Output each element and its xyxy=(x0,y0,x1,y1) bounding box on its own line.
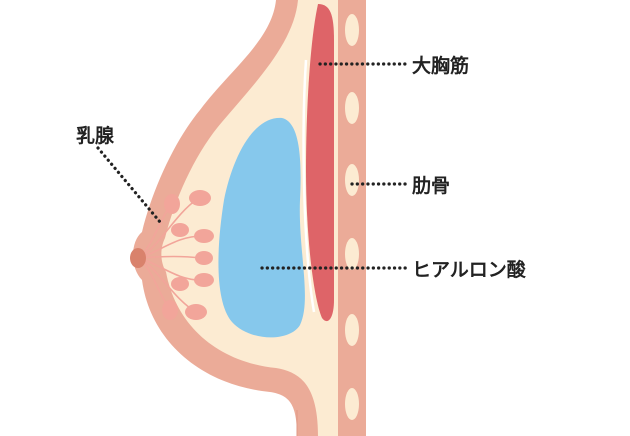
mammary-gland xyxy=(139,190,214,320)
nipple xyxy=(130,248,146,268)
label-hyaluronic-acid: ヒアルロン酸 xyxy=(412,258,527,281)
rib xyxy=(345,92,359,124)
gland-lobe xyxy=(171,277,189,291)
gland-lobe xyxy=(189,190,211,206)
gland-lobe xyxy=(162,300,178,320)
leader-mammary-gland xyxy=(96,146,162,224)
gland-lobe xyxy=(164,194,180,214)
gland-lobes xyxy=(162,190,214,320)
rib xyxy=(345,164,359,196)
label-ribs: 肋骨 xyxy=(412,174,450,197)
label-mammary-gland: 乳腺 xyxy=(76,124,115,147)
gland-lobe xyxy=(195,251,213,265)
rib xyxy=(345,14,359,46)
rib xyxy=(345,314,359,346)
rib xyxy=(345,238,359,270)
muscle-white-outline xyxy=(302,59,316,313)
ribs xyxy=(345,14,359,420)
label-pectoralis-major: 大胸筋 xyxy=(412,54,469,77)
gland-lobe xyxy=(185,304,207,320)
hyaluronic-acid-implant xyxy=(218,117,305,338)
rib xyxy=(345,388,359,420)
rib-column xyxy=(338,0,366,436)
gland-lobe xyxy=(171,223,189,237)
pectoralis-muscle xyxy=(306,4,334,322)
gland-lobe xyxy=(194,273,214,287)
gland-lobe xyxy=(194,229,214,243)
